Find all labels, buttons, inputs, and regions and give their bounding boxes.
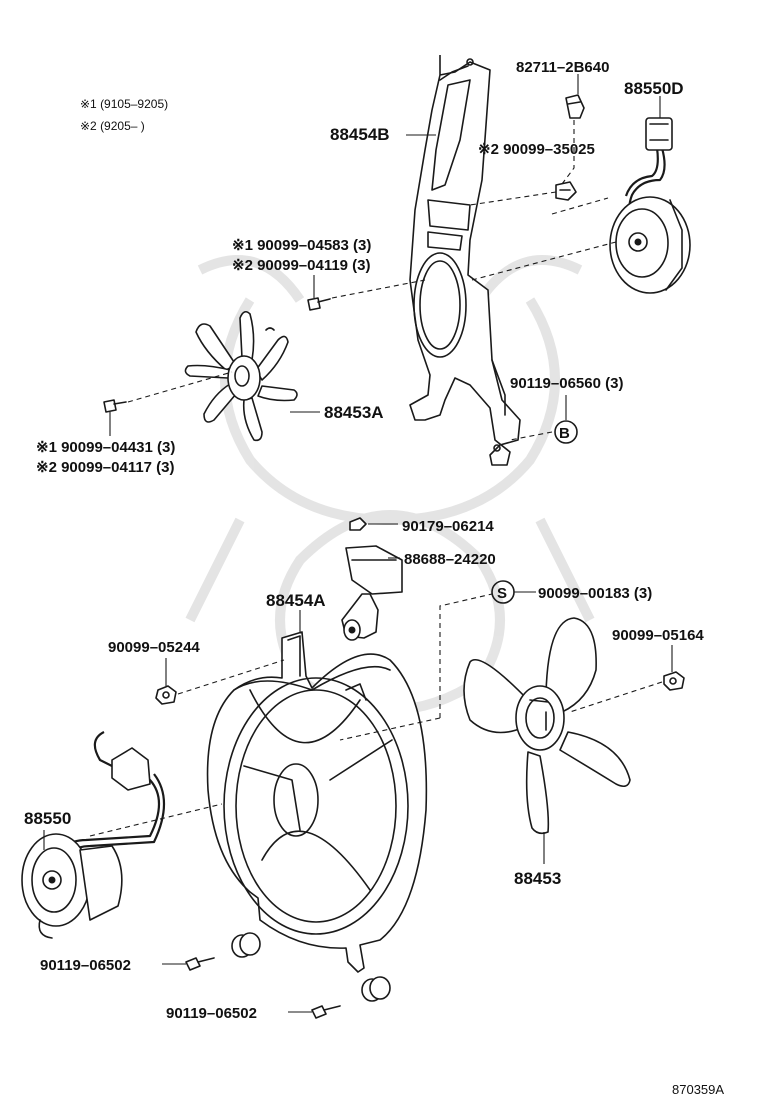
label-24220[interactable]: 88688–24220 bbox=[404, 551, 496, 568]
bushing-right[interactable] bbox=[361, 976, 391, 1002]
bracket-88454b[interactable] bbox=[409, 55, 521, 466]
label-06560[interactable]: 90119–06560 (3) bbox=[510, 375, 623, 392]
dash-06560 bbox=[509, 431, 553, 441]
clip-35025[interactable] bbox=[555, 181, 577, 201]
bolt-04583[interactable] bbox=[307, 297, 331, 311]
label-circle-s: S bbox=[497, 585, 507, 602]
label-00183[interactable]: 90099–00183 (3) bbox=[538, 585, 652, 602]
fan-88453[interactable] bbox=[463, 617, 631, 835]
label-82711[interactable]: 82711–2B640 bbox=[516, 59, 609, 76]
fan-88453a[interactable] bbox=[184, 310, 298, 442]
circle-b-marker bbox=[554, 420, 578, 444]
dash-05244 bbox=[177, 659, 285, 695]
label-06502-a[interactable]: 90119–06502 bbox=[40, 957, 131, 974]
label-88550[interactable]: 88550 bbox=[24, 809, 71, 828]
label-35025[interactable]: ※2 90099–35025 bbox=[478, 141, 595, 158]
leader-35025 bbox=[469, 191, 557, 206]
dash-00183-b bbox=[339, 717, 441, 741]
dash-clip-motor bbox=[551, 197, 609, 215]
dash-04431 bbox=[127, 371, 233, 403]
motor-88550d[interactable] bbox=[609, 117, 691, 294]
label-88550d[interactable]: 88550D bbox=[624, 79, 684, 98]
label-04119[interactable]: ※2 90099–04119 (3) bbox=[232, 257, 371, 274]
nut-06214[interactable] bbox=[349, 517, 367, 531]
bolt-06502-a[interactable] bbox=[185, 957, 215, 971]
label-88454a[interactable]: 88454A bbox=[266, 591, 326, 610]
label-05244[interactable]: 90099–05244 bbox=[108, 639, 200, 656]
label-88453a[interactable]: 88453A bbox=[324, 403, 384, 422]
dash-05164 bbox=[569, 681, 663, 713]
dash-88550 bbox=[89, 803, 223, 837]
note-2: ※2 (9205– ) bbox=[80, 119, 145, 133]
motor-88550[interactable] bbox=[21, 731, 165, 939]
bolt-06502-b[interactable] bbox=[311, 1005, 341, 1019]
dash-motor-shaft bbox=[471, 241, 617, 281]
bushing-left[interactable] bbox=[231, 932, 261, 958]
label-04117[interactable]: ※2 90099–04117 (3) bbox=[36, 459, 175, 476]
diagram-code: 870359A bbox=[672, 1082, 724, 1097]
label-04583[interactable]: ※1 90099–04583 (3) bbox=[232, 237, 371, 254]
label-88453[interactable]: 88453 bbox=[514, 869, 561, 888]
bracket-88688[interactable] bbox=[341, 545, 403, 641]
nut-05244[interactable] bbox=[155, 685, 177, 705]
label-06214[interactable]: 90179–06214 bbox=[402, 518, 494, 535]
label-circle-b: B bbox=[559, 425, 570, 442]
nut-05164[interactable] bbox=[663, 671, 685, 691]
shroud-88454a[interactable] bbox=[206, 631, 428, 973]
dash-04583 bbox=[331, 279, 426, 299]
label-05164[interactable]: 90099–05164 bbox=[612, 627, 704, 644]
label-04431[interactable]: ※1 90099–04431 (3) bbox=[36, 439, 175, 456]
dash-00183 bbox=[439, 593, 493, 718]
note-1: ※1 (9105–9205) bbox=[80, 97, 168, 111]
label-88454b[interactable]: 88454B bbox=[330, 125, 390, 144]
connector-82711[interactable] bbox=[565, 94, 585, 119]
bolt-04431[interactable] bbox=[103, 399, 127, 413]
label-06502-b[interactable]: 90119–06502 bbox=[166, 1005, 257, 1022]
